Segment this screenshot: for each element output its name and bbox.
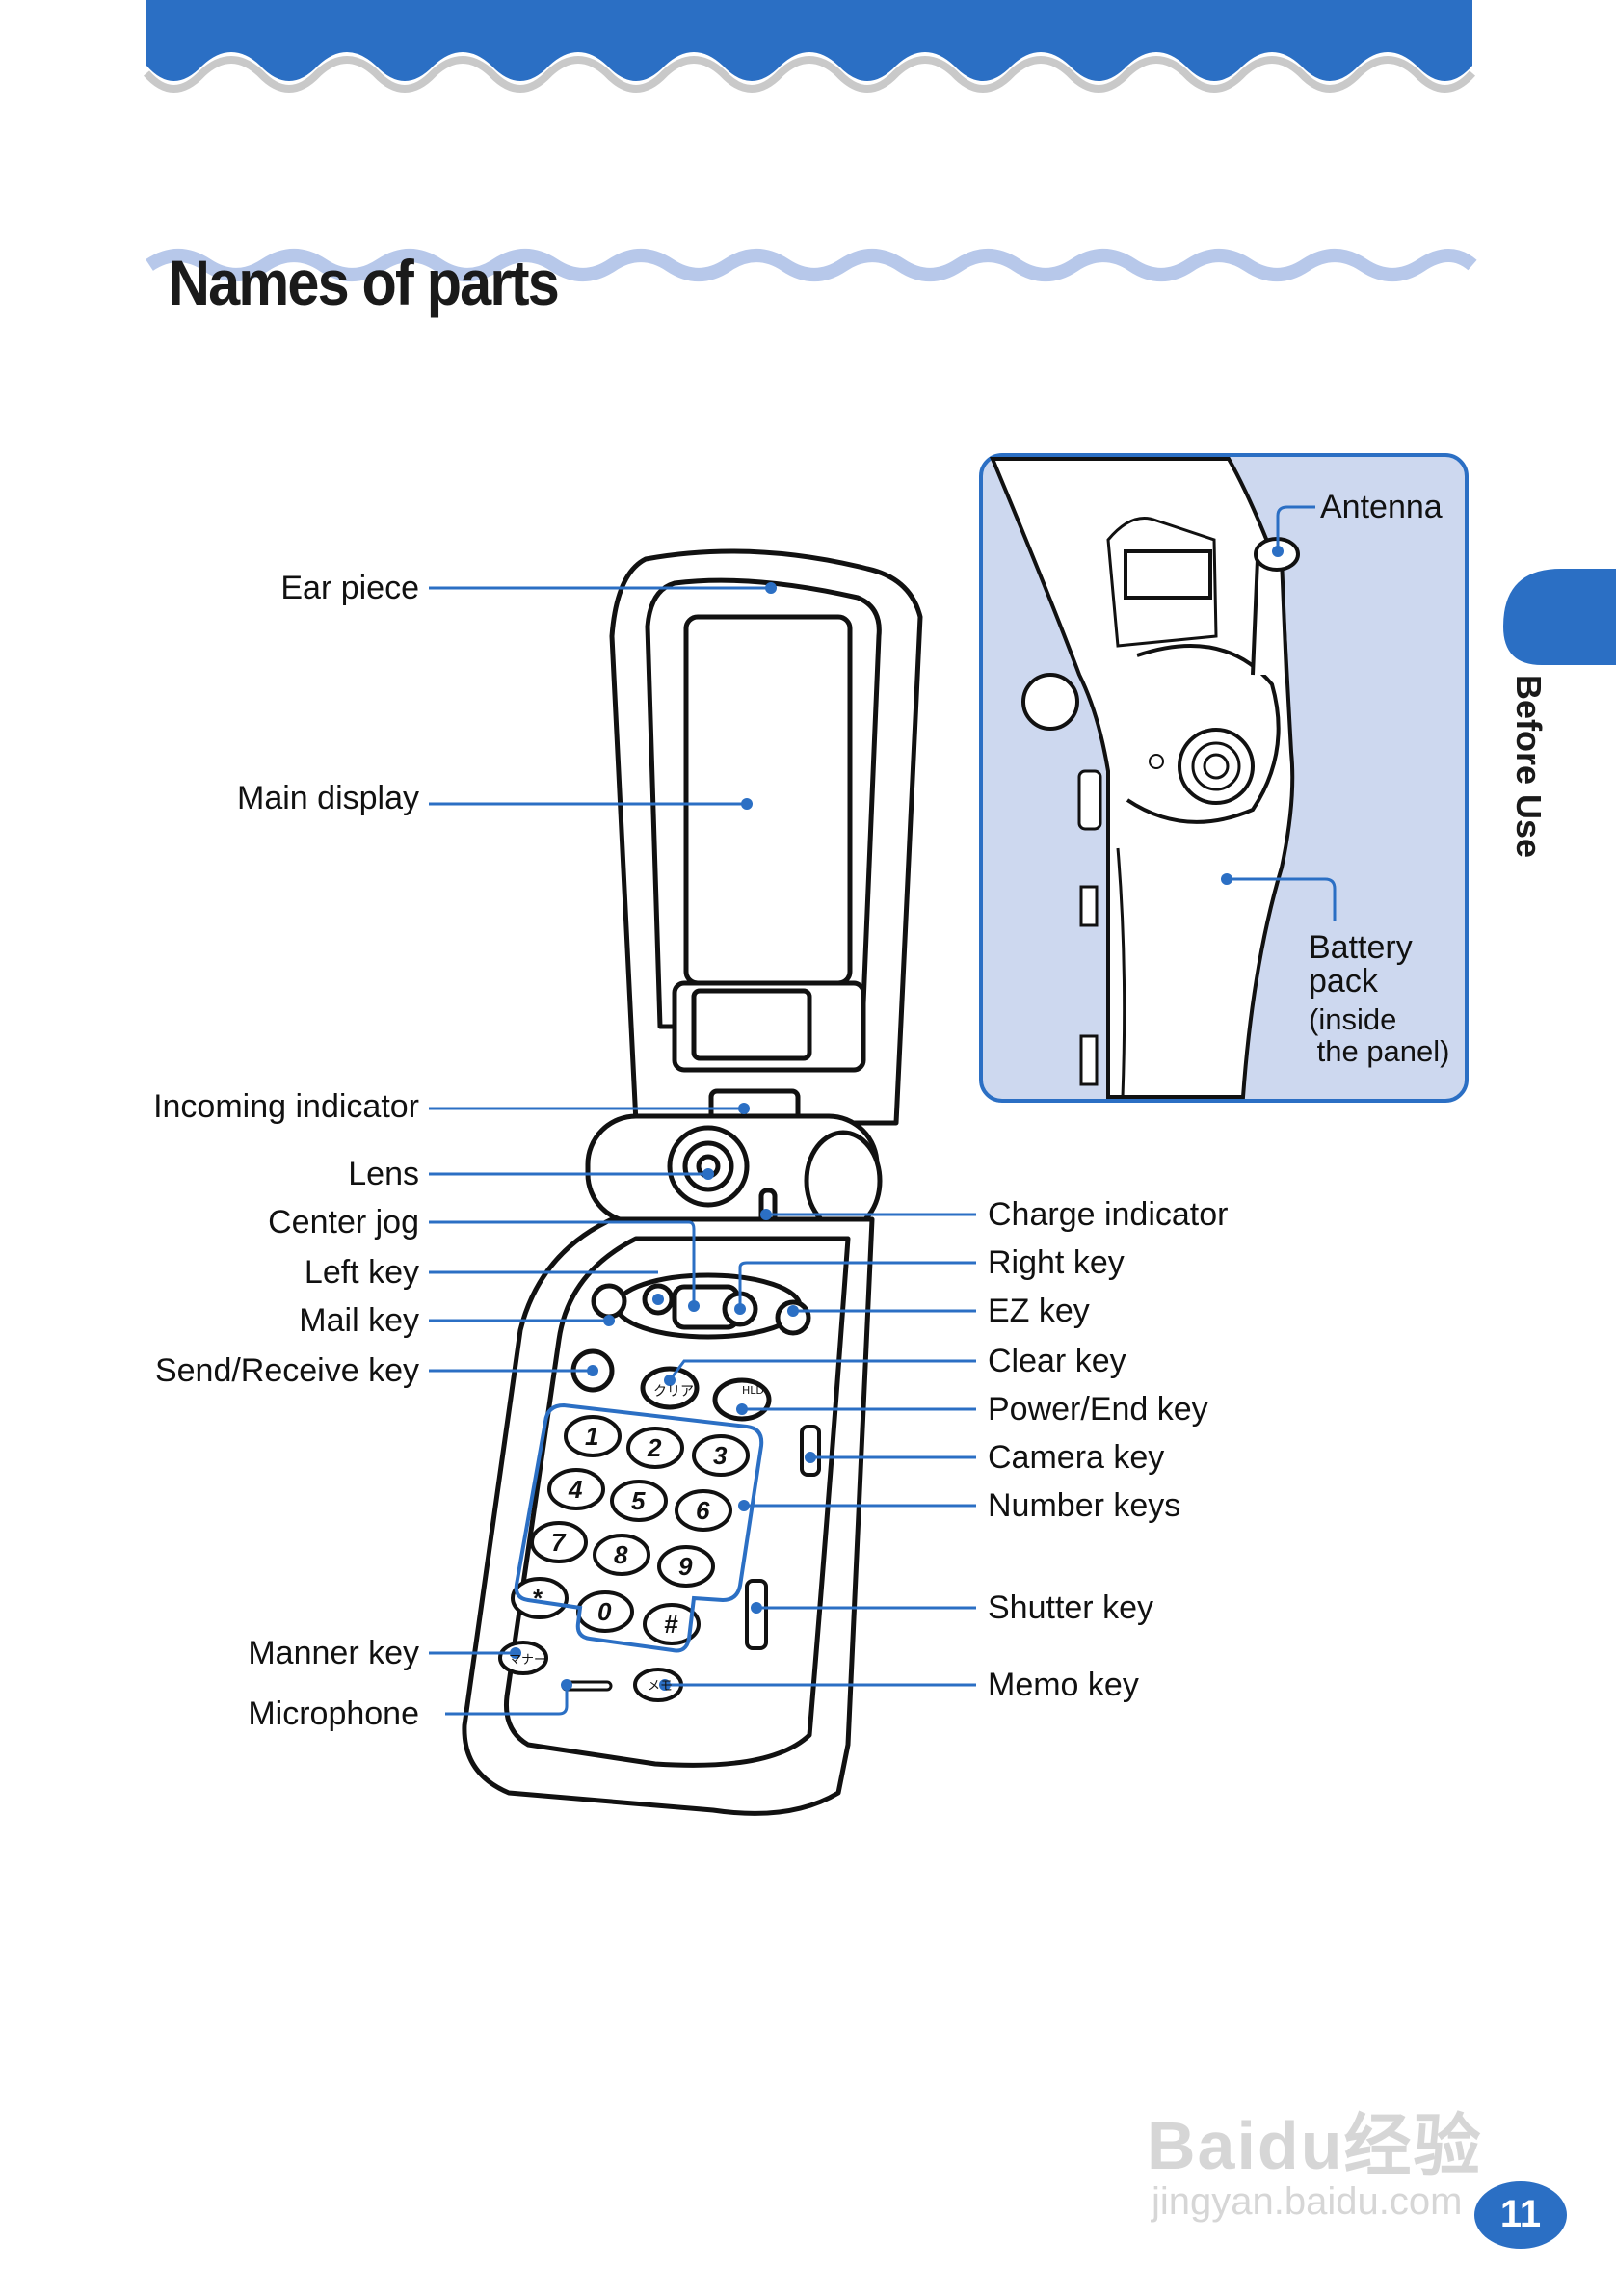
keypad-key-11: 0 <box>597 1597 612 1626</box>
label-manner-key: Manner key <box>248 1635 419 1671</box>
label-right-key: Right key <box>988 1244 1125 1281</box>
leader-lines-left <box>429 586 771 1716</box>
hld-key-glyph: HLD <box>742 1384 764 1397</box>
leader-lines-right <box>665 1213 976 1687</box>
keypad-key-9: 9 <box>678 1552 693 1581</box>
keypad-key-7: 7 <box>551 1528 567 1557</box>
inset-panel <box>979 453 1469 1103</box>
section-tab-label: Before Use <box>1509 675 1549 859</box>
label-camera-key: Camera key <box>988 1439 1165 1476</box>
clear-key-glyph: クリア <box>653 1384 694 1400</box>
label-battery-line3: (inside <box>1309 1002 1397 1036</box>
number-keys-outline <box>514 1402 764 1653</box>
leader-dots-left <box>510 582 777 1691</box>
keypad-key-4: 4 <box>568 1475 583 1504</box>
label-clear-key: Clear key <box>988 1343 1126 1379</box>
label-left-key: Left key <box>304 1254 419 1291</box>
label-main-display: Main display <box>237 780 419 816</box>
label-mail-key: Mail key <box>299 1302 419 1339</box>
label-microphone: Microphone <box>248 1695 419 1732</box>
label-incoming-indicator: Incoming indicator <box>153 1088 419 1125</box>
label-antenna: Antenna <box>1320 489 1443 525</box>
label-battery-line1: Battery <box>1309 929 1413 966</box>
manner-key-glyph: マナー <box>509 1653 546 1668</box>
side-tab <box>1503 569 1616 665</box>
keypad-key-2: 2 <box>647 1433 662 1462</box>
label-charge-indicator: Charge indicator <box>988 1196 1229 1233</box>
label-shutter-key: Shutter key <box>988 1589 1153 1626</box>
watermark-logo: Baidu经验 <box>1147 2108 1483 2183</box>
keypad-key-10: * <box>532 1584 543 1613</box>
keypad-key-5: 5 <box>631 1486 646 1515</box>
label-memo-key: Memo key <box>988 1667 1139 1703</box>
keypad-key-12: # <box>664 1610 678 1639</box>
title-wave <box>146 249 1477 281</box>
keypad-key-8: 8 <box>614 1540 628 1569</box>
label-ear-piece: Ear piece <box>280 570 419 606</box>
memo-key-glyph: メモ <box>648 1679 673 1694</box>
page-number: 11 <box>1499 2193 1542 2235</box>
label-center-jog: Center jog <box>268 1204 419 1241</box>
watermark-url: jingyan.baidu.com <box>1152 2180 1463 2223</box>
label-power-end-key: Power/End key <box>988 1391 1208 1428</box>
page-number-badge <box>1474 2181 1567 2249</box>
label-ez-key: EZ key <box>988 1293 1090 1329</box>
label-number-keys: Number keys <box>988 1487 1181 1524</box>
label-send-receive-key: Send/Receive key <box>154 1352 419 1389</box>
label-battery-line4: the panel) <box>1309 1034 1450 1068</box>
keypad-key-6: 6 <box>696 1496 710 1525</box>
page-title: Names of parts <box>169 247 560 318</box>
top-wave-banner <box>143 0 1476 93</box>
keypad-key-3: 3 <box>713 1441 728 1470</box>
leader-dots-right <box>659 1209 816 1691</box>
keypad-key-1: 1 <box>585 1422 598 1451</box>
label-lens: Lens <box>348 1156 419 1192</box>
label-battery-line2: pack <box>1309 963 1378 1000</box>
